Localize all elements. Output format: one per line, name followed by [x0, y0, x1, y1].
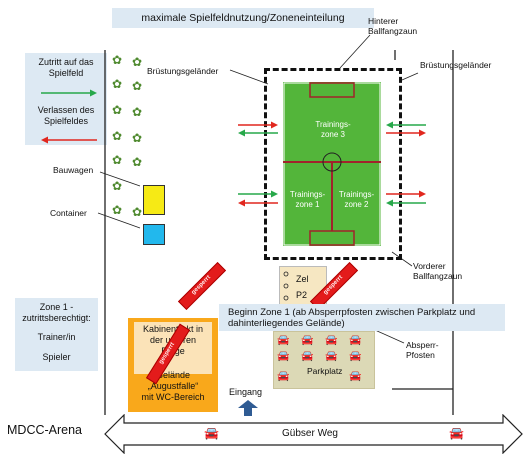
enter-arrow-left-upper-icon	[238, 116, 278, 134]
zone1-info-box: Zone 1 - zutrittsberechtigt: Trainer/in …	[15, 298, 98, 371]
enter-arrow-right-upper-icon	[386, 116, 426, 134]
bruestungsgelaender-right-label: Brüstungsgeländer	[420, 60, 492, 70]
car-icon: 🚘	[301, 335, 314, 346]
tree-icon: ✿	[132, 105, 143, 119]
car-icon: 🚘	[349, 351, 362, 362]
hinterer-ballfangzaun-label: Hinterer Ballfangzaun	[368, 16, 418, 36]
exit-arrow-right-upper-icon	[386, 124, 426, 142]
tree-icon: ✿	[112, 129, 123, 143]
car-icon: 🚘	[204, 426, 219, 440]
bauwagen-label: Bauwagen	[53, 165, 94, 175]
parkplatz-label: Parkplatz	[307, 366, 343, 376]
access-legend: Zutritt auf das Spielfeld Verlassen des …	[25, 53, 107, 145]
car-icon: 🚘	[449, 426, 464, 440]
exit-arrow-left-upper-icon	[238, 124, 278, 142]
enter-arrow-icon	[41, 84, 97, 97]
tree-icon: ✿	[112, 179, 123, 193]
training-zone-1: Trainings- zone 1	[289, 190, 326, 209]
exit-arrow-right-lower-icon	[386, 185, 426, 203]
augustfalle-label: Gelände „Augustfalle“ mit WC-Bereich	[141, 370, 205, 402]
container-box	[143, 224, 165, 245]
car-icon: 🚘	[277, 351, 290, 362]
parking-lot: 🚘 🚘 🚘 🚘 🚘 🚘 🚘 🚘 🚘 Parkplatz 🚘	[273, 331, 375, 389]
car-icon: 🚘	[325, 351, 338, 362]
tree-icon: ✿	[112, 153, 123, 167]
eingang-label: Eingang	[229, 387, 263, 397]
tree-row: ✿ ✿ ✿ ✿ ✿ ✿ ✿ ✿ ✿ ✿ ✿ ✿ ✿	[112, 54, 157, 234]
training-zone-3: Trainings- zone 3	[315, 120, 351, 139]
exit-arrow-left-lower-icon	[238, 194, 278, 212]
tree-icon: ✿	[132, 55, 143, 69]
training-zone-2: Trainings- zone 2	[338, 190, 375, 209]
legend-exit-label: Verlassen des Spielfeldes	[37, 105, 95, 126]
car-icon: 🚘	[325, 335, 338, 346]
bruestungsgelaender-left-label: Brüstungsgeländer	[147, 66, 219, 76]
zone1-spieler: Spieler	[42, 352, 71, 362]
ball-catch-fence	[264, 68, 402, 260]
vorderer-ballfangzaun-label: Vorderer Ballfangzaun	[413, 261, 463, 281]
tree-icon: ✿	[132, 155, 143, 169]
legend-enter-label: Zutritt auf das Spielfeld	[38, 57, 94, 78]
page-title: maximale Spielfeldnutzung/Zoneneinteilun…	[112, 8, 374, 28]
tree-icon: ✿	[112, 103, 123, 117]
bauwagen-box	[143, 185, 165, 215]
tree-icon: ✿	[112, 53, 123, 67]
zel-p2-label: Zel P2	[296, 274, 309, 300]
zone1-trainer: Trainer/in	[37, 332, 76, 342]
road-label: Gübser Weg	[282, 428, 338, 439]
road-guebser-weg: 🚘 Gübser Weg 🚘	[104, 413, 523, 455]
car-icon: 🚘	[349, 335, 362, 346]
container-label: Container	[50, 208, 87, 218]
exit-arrow-icon	[41, 131, 97, 144]
car-icon: 🚘	[277, 335, 290, 346]
beginn-zone1-text: Beginn Zone 1 (ab Absperrpfosten zwische…	[228, 307, 476, 329]
car-icon: 🚘	[349, 371, 362, 382]
tree-icon: ✿	[112, 77, 123, 91]
tree-icon: ✿	[132, 205, 143, 219]
absperrpfosten-label: Absperr- Pfosten	[406, 340, 439, 360]
tree-icon: ✿	[132, 79, 143, 93]
beginn-zone1-box: Beginn Zone 1 (ab Absperrpfosten zwische…	[219, 304, 505, 331]
enter-arrow-left-lower-icon	[238, 185, 278, 203]
eingang-arrow-icon	[238, 400, 258, 421]
enter-arrow-right-lower-icon	[386, 194, 426, 212]
tree-icon: ✿	[112, 203, 123, 217]
zone1-title: Zone 1 - zutrittsberechtigt:	[22, 302, 91, 323]
car-icon: 🚘	[277, 371, 290, 382]
mdcc-arena-label: MDCC-Arena	[7, 423, 83, 437]
tree-icon: ✿	[132, 131, 143, 145]
car-icon: 🚘	[301, 351, 314, 362]
football-field: Trainings- zone 3 Trainings- zone 1 Trai…	[283, 82, 381, 246]
